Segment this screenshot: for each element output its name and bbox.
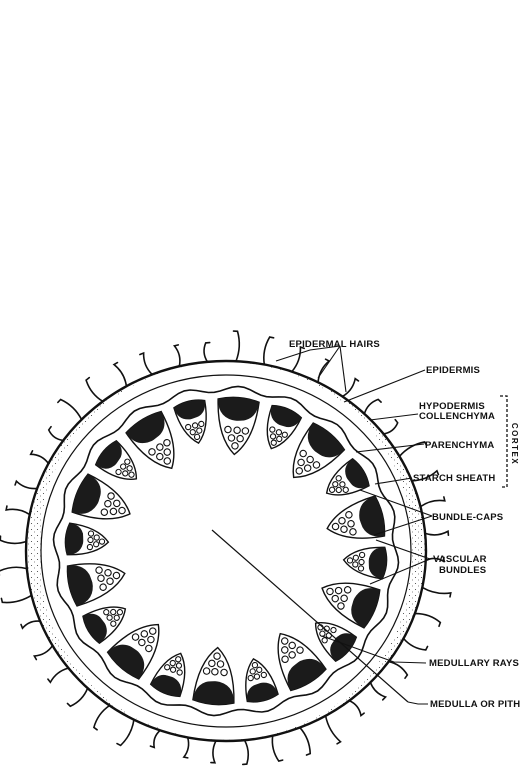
epidermal-hair <box>300 728 310 755</box>
leader-epidermis <box>344 370 425 402</box>
epidermal-hair <box>86 378 103 402</box>
vascular-bundle <box>69 473 137 533</box>
vascular-bundle <box>64 523 109 558</box>
leader-hypodermis <box>370 414 418 420</box>
epidermal-hair <box>389 662 408 679</box>
epidermal-hair <box>211 741 216 763</box>
epidermal-hair <box>67 688 87 706</box>
epidermal-hair <box>349 701 364 716</box>
epidermal-hair <box>204 343 210 362</box>
epidermal-hair <box>150 730 160 747</box>
epidermal-hair <box>184 737 189 757</box>
epidermal-hair <box>140 353 152 374</box>
epidermal-hair <box>0 536 26 543</box>
epidermal-hair <box>174 345 179 366</box>
epidermal-hair <box>422 587 450 596</box>
vascular-bundle <box>314 569 382 629</box>
label-starch-sheath: STARCH SHEATH <box>413 473 495 484</box>
label-vascular: VASCULAR <box>433 554 487 565</box>
epidermal-hair <box>264 337 274 364</box>
epidermal-hair <box>272 736 282 761</box>
epidermal-hair <box>326 716 341 744</box>
label-collenchyma: COLLENCHYMA <box>419 411 495 422</box>
epidermal-hair <box>243 740 248 764</box>
label-medullary-rays: MEDULLARY RAYS <box>429 658 519 669</box>
vascular-bundle <box>214 396 260 456</box>
epidermal-hair <box>1 595 31 602</box>
epidermal-hair <box>114 363 126 387</box>
vascular-bundle <box>238 655 279 704</box>
cortex-bracket <box>500 396 507 487</box>
vascular-bundle <box>65 554 130 607</box>
epidermal-hair <box>292 347 304 372</box>
epidermal-hair <box>48 668 69 682</box>
vascular-bundle <box>193 646 239 706</box>
epidermal-hair <box>31 451 49 464</box>
vascular-bundle <box>342 544 387 579</box>
label-medulla: MEDULLA OR PITH <box>430 699 520 710</box>
leader-epidermal-hairs-3 <box>340 346 346 392</box>
epidermal-hair <box>58 399 82 419</box>
epidermal-hair <box>21 621 40 628</box>
epidermal-hair <box>370 682 385 699</box>
epidermal-hair <box>384 420 398 434</box>
vascular-bundle <box>150 647 196 699</box>
epidermal-hair <box>234 331 240 361</box>
epidermal-hair <box>364 399 381 413</box>
epidermal-hair <box>49 427 64 441</box>
epidermal-hair <box>425 531 448 535</box>
epidermal-hair <box>34 646 52 660</box>
epidermal-hair <box>94 706 110 730</box>
label-epidermis: EPIDERMIS <box>426 365 480 376</box>
vascular-bundles-group <box>64 396 388 706</box>
epidermal-hair <box>415 614 440 627</box>
epidermal-hair <box>117 720 134 746</box>
epidermal-hair <box>6 506 30 515</box>
label-cortex: CORTEX <box>510 423 519 465</box>
label-bundle-caps: BUNDLE-CAPS <box>432 512 503 523</box>
label-bundles: BUNDLES <box>439 565 486 576</box>
label-parenchyma: PARENCHYMA <box>425 440 494 451</box>
leader-medulla <box>408 702 428 704</box>
epidermal-hair <box>420 497 444 507</box>
leader-epidermal-hairs-2 <box>318 346 340 378</box>
label-epidermal-hairs: EPIDERMAL HAIRS <box>289 339 380 350</box>
epidermal-hair <box>404 638 428 650</box>
vascular-bundle <box>257 403 303 455</box>
epidermal-hair <box>15 481 37 488</box>
epidermal-hair <box>0 567 27 575</box>
vascular-bundle <box>173 398 214 447</box>
